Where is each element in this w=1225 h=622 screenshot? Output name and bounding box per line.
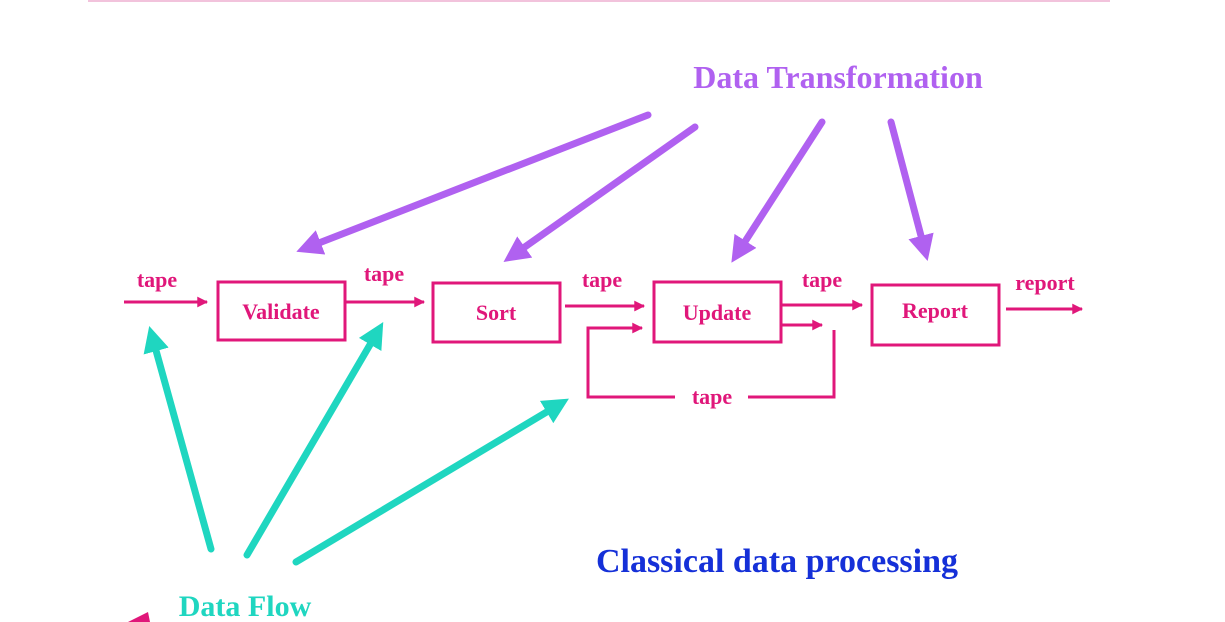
flow-label-loop: tape [692,384,733,409]
process-box-report [870,283,1001,347]
flow-label-after-validate: tape [364,261,405,286]
dataflow-arrow-loop [292,398,569,566]
process-label-sort: Sort [476,300,517,325]
process-box-validate [216,280,347,342]
flow-label-after-sort: tape [582,267,623,292]
dataflow-arrow-input [143,325,215,553]
transformation-arrow-sort [503,123,699,262]
flow-label-input: tape [137,267,178,292]
process-label-validate: Validate [242,299,320,324]
process-update: Update [652,280,783,344]
process-label-update: Update [683,300,752,325]
flow-label-output: report [1015,270,1075,295]
process-sort: Sort [431,281,562,344]
annotation-data-transformation: Data Transformation [693,59,983,95]
transformation-arrow-update [731,118,826,263]
flow-label-after-update: tape [802,267,843,292]
loop-line-left [586,322,675,399]
transformation-arrow-validate [296,111,652,255]
dataflow-arrow-validate-sort [243,322,384,559]
process-label-report: Report [902,298,969,323]
transformation-arrow-report [887,118,934,262]
caption: Classical data processing [596,543,958,580]
partial-arrow-bottom-left [128,612,150,622]
process-box-update [652,280,783,344]
process-box-sort [431,281,562,344]
annotation-data-flow: Data Flow [179,590,312,622]
process-validate: Validate [216,280,347,342]
loop-line-right [748,330,836,399]
process-report: Report [870,283,1001,347]
